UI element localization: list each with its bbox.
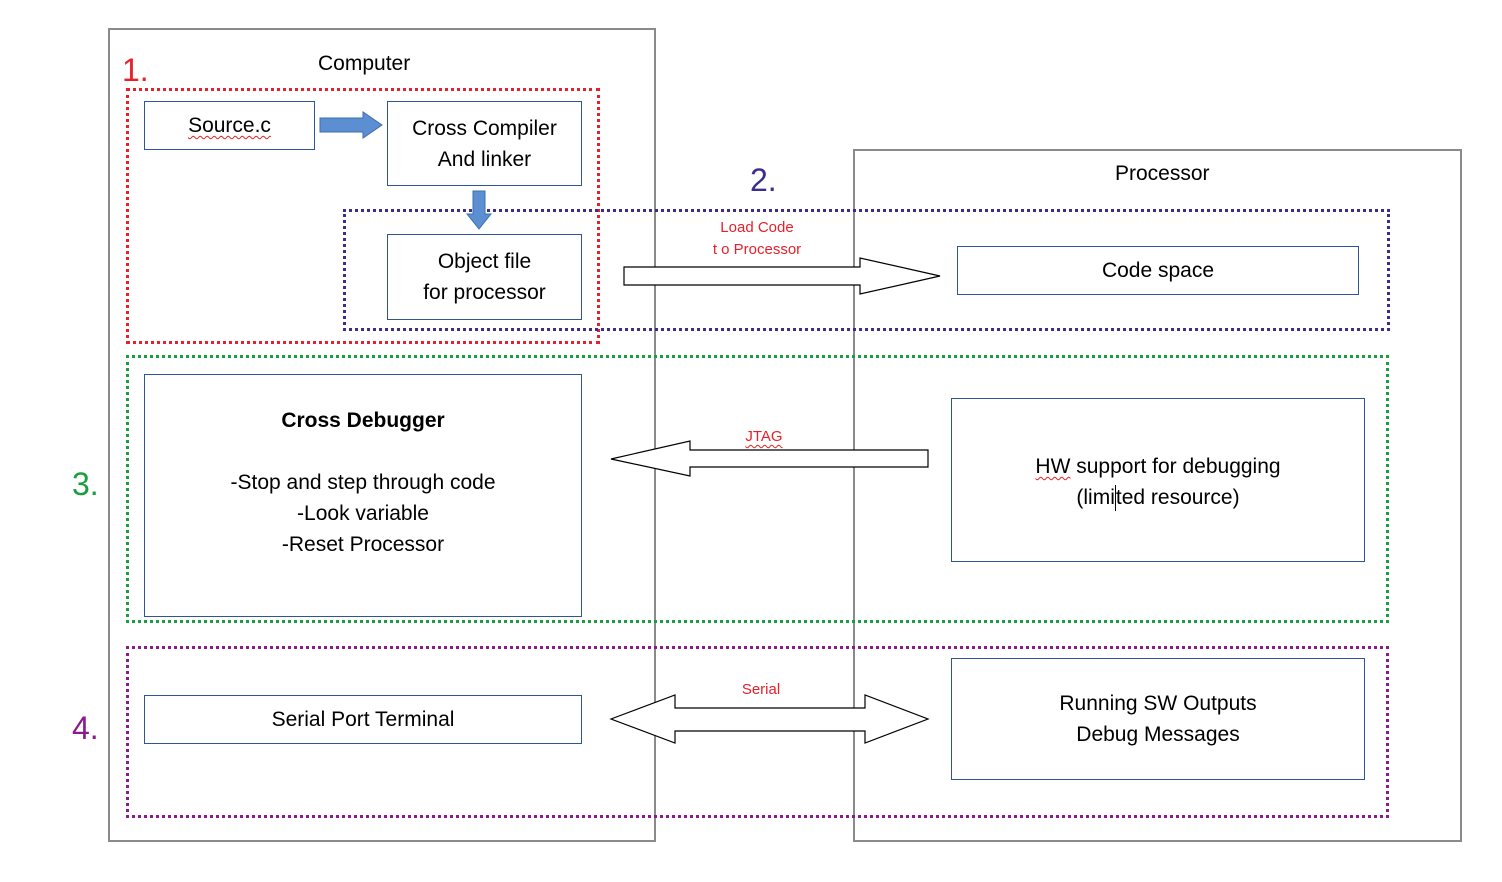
hw-debug-support-box: HW support for debugging (limited resour… [951, 398, 1365, 562]
sw-outputs-box: Running SW Outputs Debug Messages [951, 658, 1365, 780]
step3-number: 3. [72, 466, 99, 502]
serial-terminal-box: Serial Port Terminal [144, 695, 582, 744]
sw-outputs-line2: Debug Messages [1076, 723, 1240, 746]
sw-outputs-line1: Running SW Outputs [1059, 692, 1257, 715]
debugger-feature-reset: -Reset Processor [281, 533, 445, 556]
hw-support-line2-a: (limi [1076, 486, 1115, 509]
load-code-line1: Load Code [720, 219, 794, 236]
code-space-box: Code space [957, 246, 1359, 295]
step1-region [126, 88, 600, 344]
source-file-box: Source.c [144, 101, 315, 150]
step4-region [126, 646, 1389, 818]
load-code-label: Load Code t o Processor [697, 217, 817, 261]
step3-region [126, 355, 1389, 623]
text-cursor [1114, 485, 1116, 512]
processor-container [853, 149, 1462, 842]
code-space-label: Code space [1101, 259, 1215, 282]
load-code-line2: t o Processor [712, 241, 802, 258]
cross-debugger-title: Cross Debugger [281, 409, 445, 432]
serial-arrow [609, 694, 930, 744]
computer-title: Computer [318, 52, 411, 75]
cross-compiler-line2: And linker [437, 147, 532, 171]
debugger-feature-step: -Stop and step through code [230, 471, 496, 494]
jtag-arrow [610, 440, 929, 477]
object-file-line1: Object file [437, 250, 532, 273]
object-file-box: Object file for processor [387, 234, 582, 320]
step4-number: 4. [72, 710, 99, 746]
step2-number: 2. [750, 162, 777, 198]
hw-support-line2-b: ted resource) [1115, 486, 1240, 509]
cross-compiler-line1: Cross Compiler [412, 116, 557, 140]
hw-support-rest: support for debugging [1070, 455, 1281, 478]
serial-label: Serial [741, 681, 781, 698]
hw-support-line1: HW support for debugging [1035, 451, 1280, 482]
jtag-label: JTAG [724, 426, 804, 448]
load-code-arrow [623, 257, 941, 295]
processor-title: Processor [1115, 162, 1210, 185]
jtag-label-text: JTAG [745, 428, 783, 445]
step1-number: 1. [122, 52, 149, 88]
computer-container [108, 28, 656, 842]
compiler-to-object-arrow [465, 190, 493, 230]
hw-support-line2: (limited resource) [1076, 482, 1240, 513]
debugger-feature-variable: -Look variable [297, 502, 429, 525]
cross-debugger-box: Cross Debugger -Stop and step through co… [144, 374, 582, 617]
hw-support-abbrev: HW [1035, 455, 1071, 478]
source-file-label: Source.c [188, 114, 271, 137]
source-to-compiler-arrow [319, 111, 383, 139]
serial-terminal-label: Serial Port Terminal [271, 708, 455, 731]
object-file-line2: for processor [423, 281, 546, 304]
step2-region [343, 209, 1390, 331]
cross-compiler-box: Cross Compiler And linker [387, 101, 582, 186]
